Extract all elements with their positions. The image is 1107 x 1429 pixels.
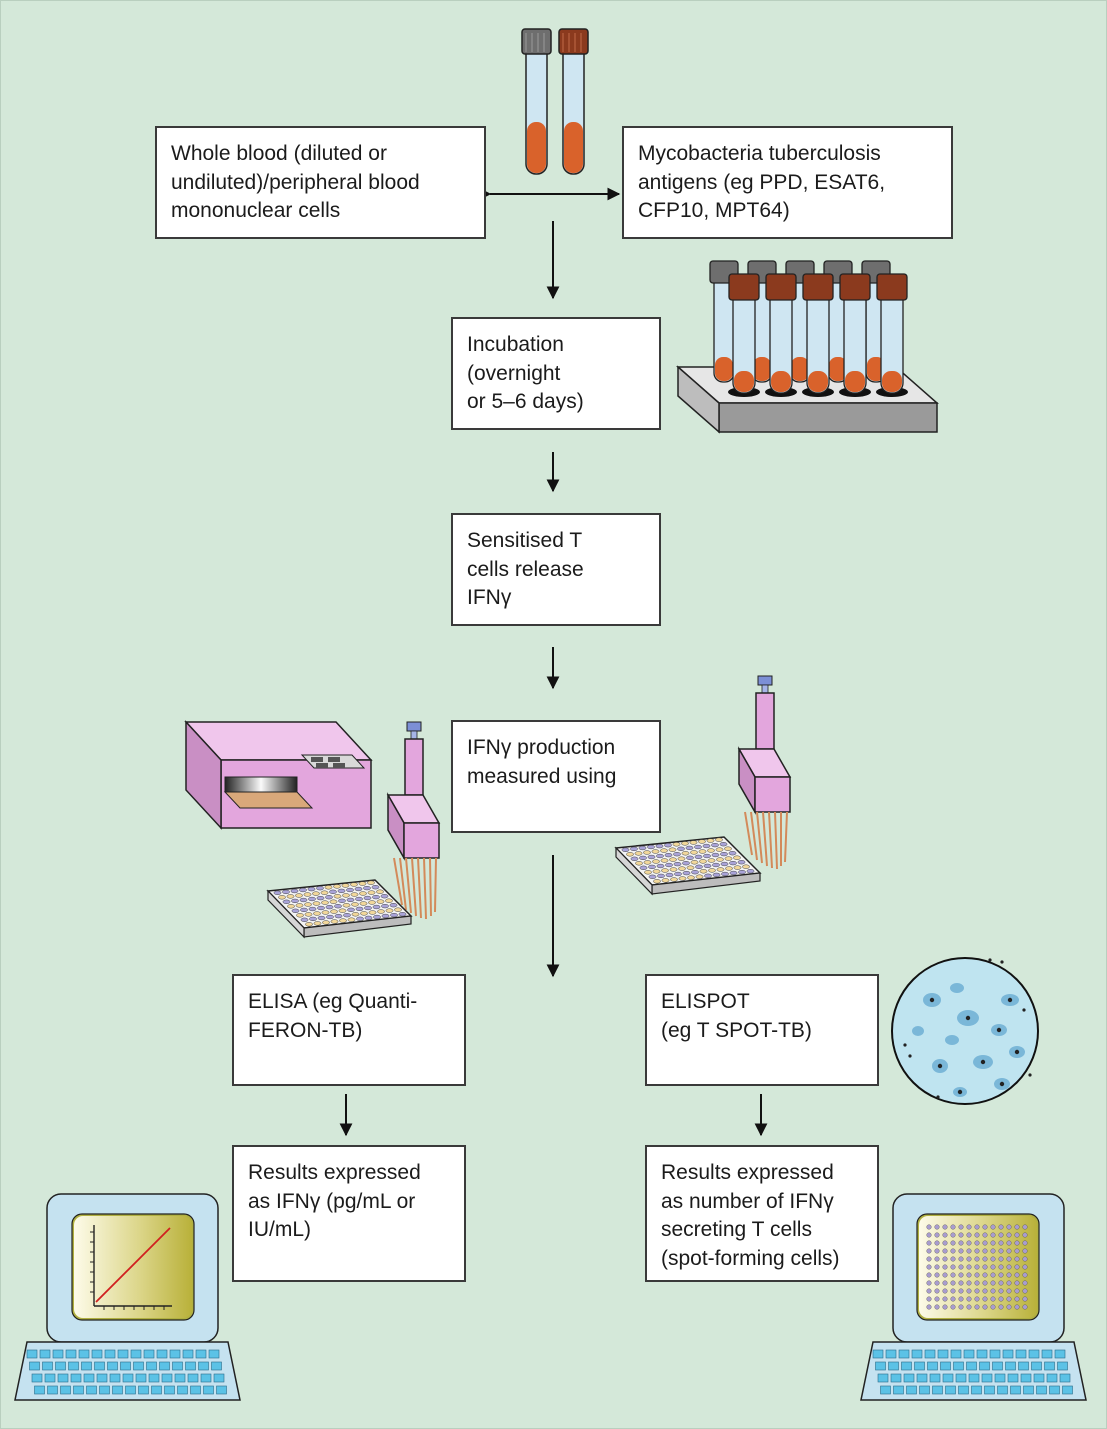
incubation-box: Incubation (overnight or 5–6 days) xyxy=(451,317,661,430)
elispot-box: ELISPOT (eg T SPOT-TB) xyxy=(645,974,879,1086)
computer-right-icon xyxy=(860,1193,1087,1401)
microplate-right-icon xyxy=(614,836,762,896)
sensitised-box: Sensitised T cells release IFNγ xyxy=(451,513,661,626)
plate-reader-icon xyxy=(184,720,373,830)
pipette-left-icon xyxy=(386,721,441,920)
elispot-results-box: Results expressed as number of IFNγ secr… xyxy=(645,1145,879,1282)
blood-tubes-pair xyxy=(521,28,589,175)
elispot-well-icon xyxy=(891,957,1039,1105)
elisa-box: ELISA (eg Quanti- FERON-TB) xyxy=(232,974,466,1086)
antigens-box: Mycobacteria tuberculosis antigens (eg P… xyxy=(622,126,953,239)
tube-brown-cap xyxy=(558,28,589,175)
tube-grey-cap xyxy=(521,28,552,175)
computer-left-icon xyxy=(14,1193,241,1401)
microplate-left-icon xyxy=(266,879,413,939)
tube-rack xyxy=(676,260,939,434)
production-box: IFNγ production measured using xyxy=(451,720,661,833)
pipette-right-icon xyxy=(737,675,792,870)
elisa-results-box: Results expressed as IFNγ (pg/mL or IU/m… xyxy=(232,1145,466,1282)
flow-arrows xyxy=(339,187,768,1137)
whole-blood-box: Whole blood (diluted or undiluted)/perip… xyxy=(155,126,486,239)
